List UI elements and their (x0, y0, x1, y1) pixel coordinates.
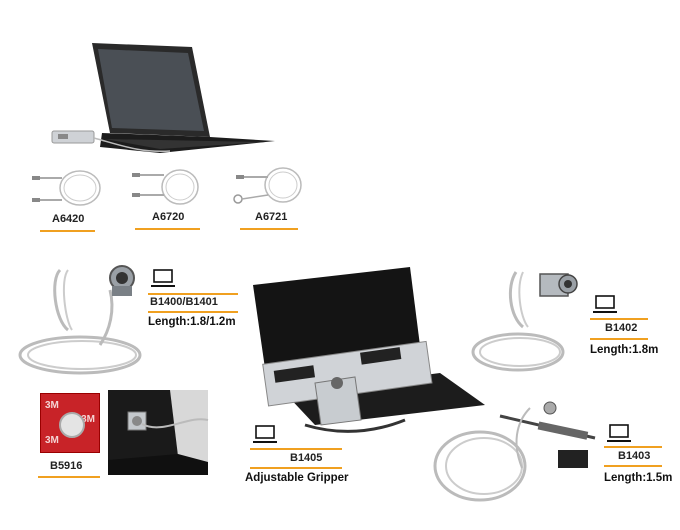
sticker-label: 3M (45, 435, 59, 446)
product-code-a6721: A6721 (255, 211, 288, 223)
laptop-gripper-stand-image (253, 267, 485, 433)
sticker-label: 3M (45, 400, 59, 411)
cable-a6420-image (32, 170, 101, 206)
underline-b1405-top (250, 448, 342, 450)
cable-lock-b1402-image (471, 271, 578, 372)
laptop-with-hub-image (51, 43, 275, 153)
length-b1402: Length:1.8m (590, 344, 659, 356)
underline-a6720 (135, 228, 200, 230)
underline-b1403-top (604, 446, 662, 448)
pad-center-hole (59, 412, 85, 438)
product-code-b1400: B1400/B1401 (150, 296, 218, 308)
caption-b1405: Adjustable Gripper (245, 472, 349, 484)
laptop-icon (607, 424, 631, 442)
underline-b1402-top (590, 318, 648, 320)
laptop-icon (593, 295, 617, 313)
underline-a6721 (240, 228, 298, 230)
product-code-b1402: B1402 (605, 322, 638, 334)
laptop-icon (151, 269, 175, 287)
adhesive-pad-3m-image: 3M 3M 3M (40, 393, 100, 453)
product-code-b1405: B1405 (290, 452, 323, 464)
product-code-a6420: A6420 (52, 213, 85, 225)
length-b1400: Length:1.8/1.2m (148, 316, 236, 328)
cable-lock-b1400-image (18, 265, 142, 375)
underline-b5916 (38, 476, 100, 478)
laptop-icon (253, 425, 277, 443)
cable-a6720-image (132, 169, 199, 205)
product-code-b1403: B1403 (618, 450, 651, 462)
underline-b1403 (604, 465, 662, 467)
underline-a6420 (40, 230, 95, 232)
cable-lock-b1403-image (433, 401, 596, 502)
laptop-corner-pad-image (108, 390, 209, 475)
product-code-a6720: A6720 (152, 211, 185, 223)
underline-b1402 (590, 338, 648, 340)
length-b1403: Length:1.5m (604, 472, 673, 484)
underline-b1405 (250, 467, 342, 469)
sticker-label: 3M (81, 414, 95, 425)
underline-b1400 (148, 311, 238, 313)
cable-a6721-image (233, 167, 302, 204)
underline-b1400-top (148, 293, 238, 295)
product-code-b5916: B5916 (50, 460, 83, 472)
